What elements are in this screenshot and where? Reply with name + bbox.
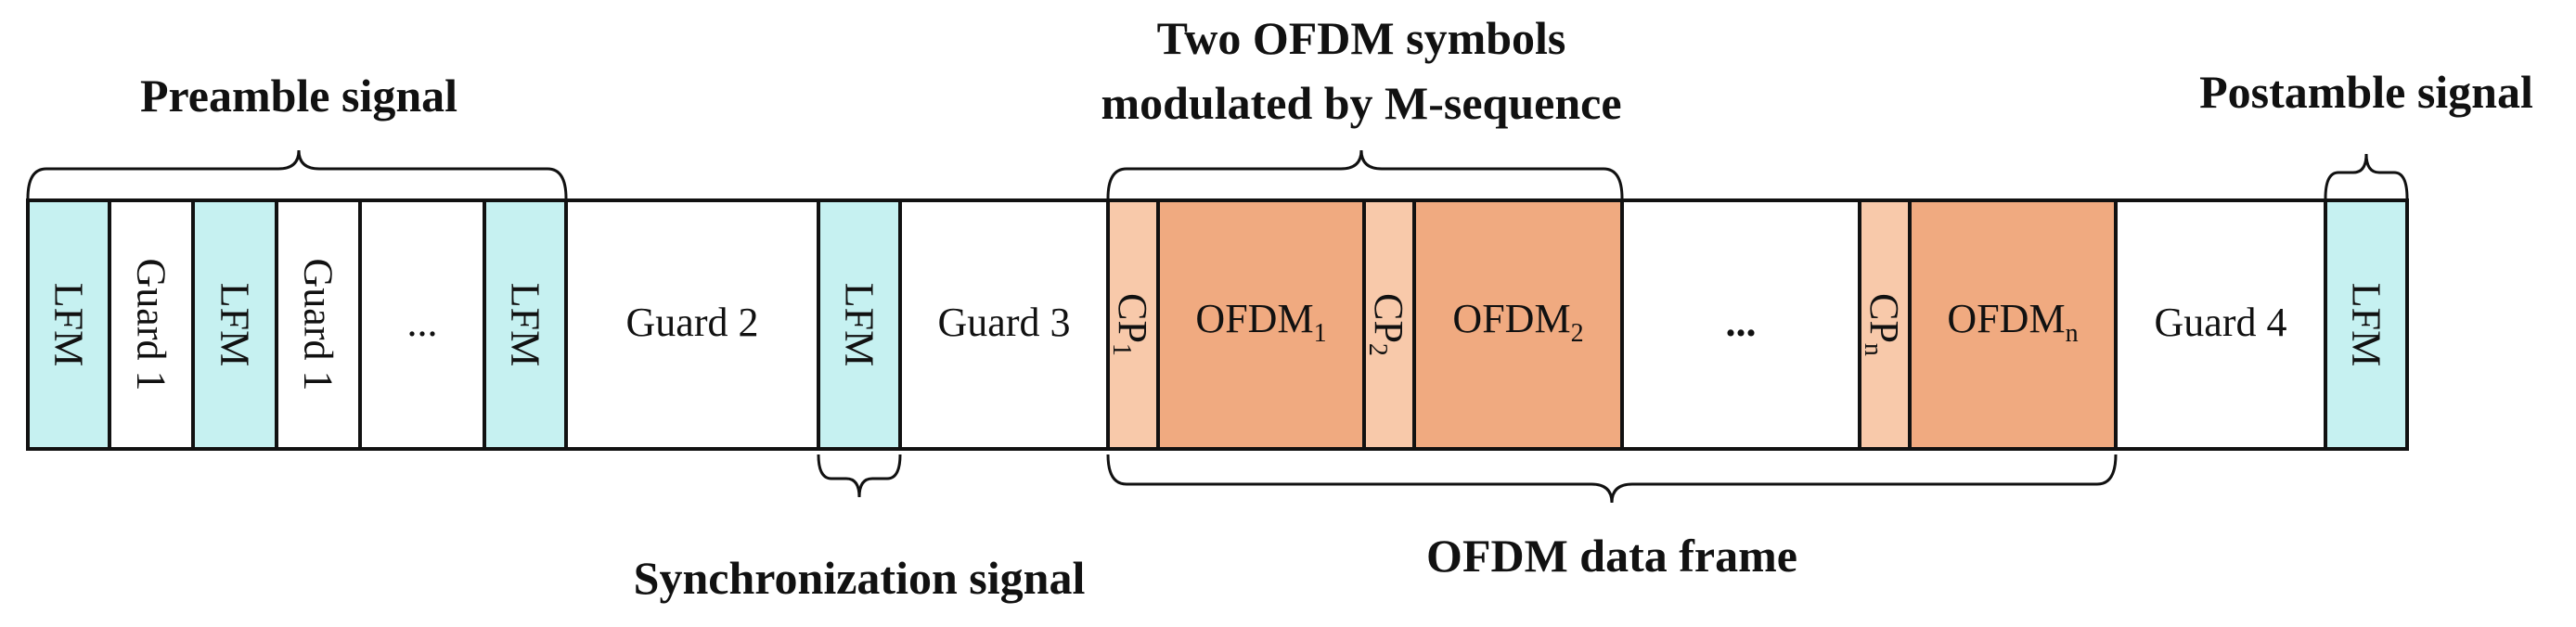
ofdm-n-label: OFDMn xyxy=(1947,296,2078,348)
ofdm-symbols-label-line2: modulated by M-sequence xyxy=(1101,77,1621,129)
cp-2-subscript: 2 xyxy=(1364,343,1393,356)
preamble-guard-1a xyxy=(108,198,195,451)
guard-3-cell xyxy=(898,198,1110,451)
ofdm-2-subscript: 2 xyxy=(1571,319,1584,348)
cp-1-label: CP1 xyxy=(1108,293,1156,356)
sync-lfm-label: LFM xyxy=(837,283,882,366)
preamble-lfm-3-label: LFM xyxy=(503,283,548,366)
cp-n-subscript: n xyxy=(1860,343,1888,356)
preamble-brace xyxy=(26,149,568,199)
postamble-lfm-label: LFM xyxy=(2344,283,2389,366)
preamble-lfm-2-label: LFM xyxy=(213,283,258,366)
cp-n-text: CP xyxy=(1862,293,1908,343)
postamble-label: Postamble signal xyxy=(2199,66,2533,118)
guard-2-cell xyxy=(564,198,820,451)
ofdm-1-text: OFDM xyxy=(1195,296,1313,341)
sync-lfm xyxy=(817,198,902,451)
preamble-dots-cell xyxy=(358,198,486,451)
cp-1-cell xyxy=(1106,198,1160,451)
preamble-lfm-3 xyxy=(483,198,568,451)
ofdm-symbols-label-line1: Two OFDM symbols xyxy=(1157,12,1566,64)
ofdm-2-label: OFDM2 xyxy=(1452,296,1583,348)
ofdm-n-subscript: n xyxy=(2066,319,2079,348)
preamble-lfm-2 xyxy=(191,198,278,451)
data-frame-brace xyxy=(1106,454,2118,504)
preamble-guard-1b-label: Guard 1 xyxy=(296,259,341,391)
guard-2-label: Guard 2 xyxy=(626,300,759,345)
synchronization-label: Synchronization signal xyxy=(634,552,1086,604)
data-dots-cell xyxy=(1620,198,1861,451)
ofdm-2-cell xyxy=(1412,198,1624,451)
preamble-lfm-1 xyxy=(26,198,111,451)
data-dots-label: ... xyxy=(1726,300,1757,345)
preamble-dots-label: ... xyxy=(407,300,438,345)
preamble-guard-1a-label: Guard 1 xyxy=(129,259,174,391)
preamble-label: Preamble signal xyxy=(140,70,457,122)
cp-1-text: CP xyxy=(1111,293,1156,343)
cp-2-cell xyxy=(1362,198,1416,451)
cp-n-label: CPn xyxy=(1860,293,1908,356)
data-frame-label: OFDM data frame xyxy=(1426,530,1797,582)
synchronization-brace xyxy=(817,454,902,498)
ofdm-n-text: OFDM xyxy=(1947,296,2065,341)
preamble-lfm-1-label: LFM xyxy=(46,283,92,366)
guard-3-label: Guard 3 xyxy=(938,300,1071,345)
postamble-lfm xyxy=(2324,198,2409,451)
cp-2-label: CP2 xyxy=(1364,293,1412,356)
postamble-brace xyxy=(2324,153,2409,199)
frame-bar xyxy=(26,198,2409,451)
cp-2-text: CP xyxy=(1367,293,1412,343)
guard-4-label: Guard 4 xyxy=(2155,300,2287,345)
ofdm-1-label: OFDM1 xyxy=(1195,296,1326,348)
ofdm-symbols-brace xyxy=(1106,149,1624,199)
cp-1-subscript: 1 xyxy=(1108,343,1137,356)
ofdm-2-text: OFDM xyxy=(1452,296,1570,341)
ofdm-n-cell xyxy=(1908,198,2118,451)
ofdm-1-subscript: 1 xyxy=(1314,319,1327,348)
guard-4-cell xyxy=(2114,198,2327,451)
